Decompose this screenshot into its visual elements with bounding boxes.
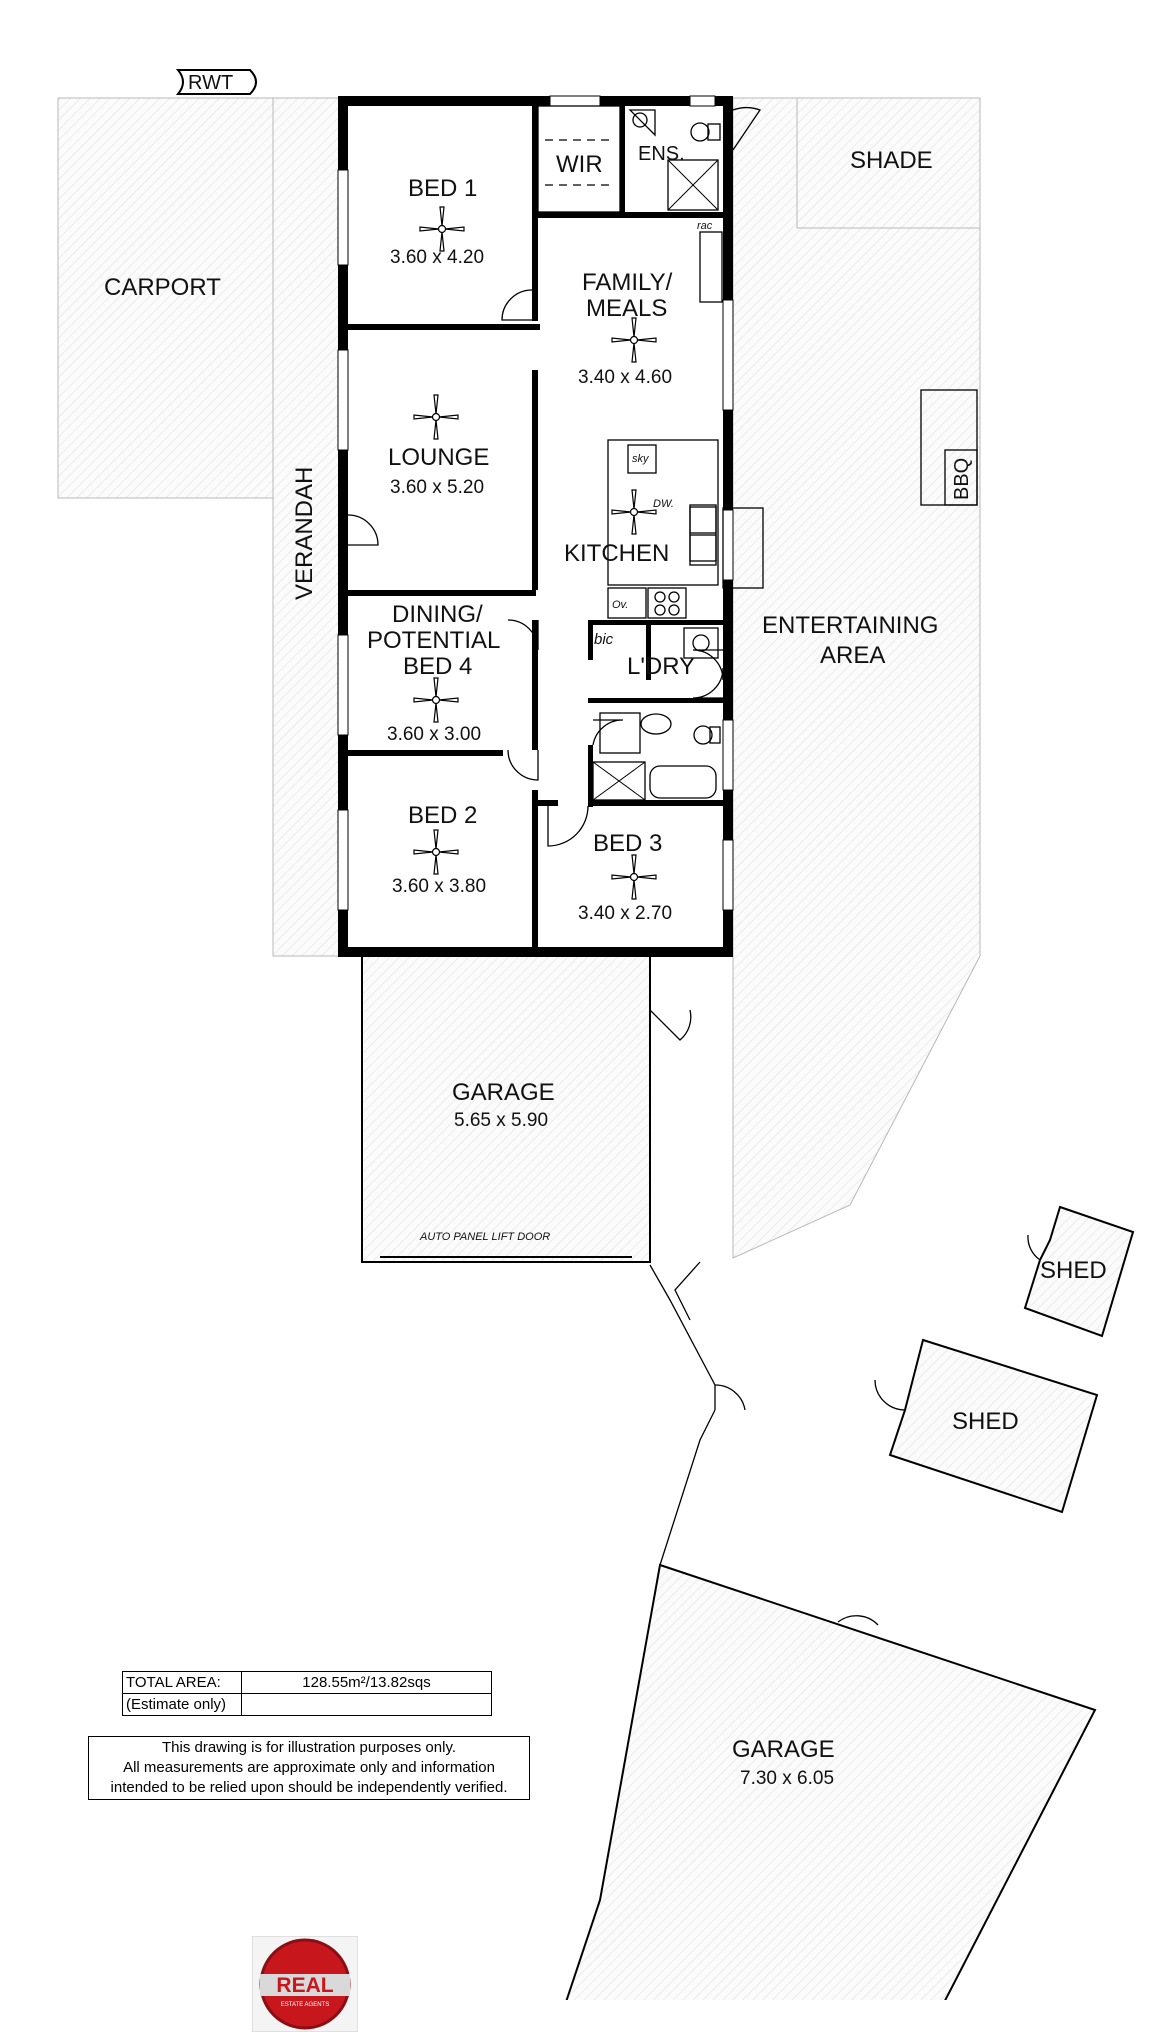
auto-door-label: AUTO PANEL LIFT DOOR [419, 1231, 550, 1243]
area-value: 128.55m²/13.82sqs [241, 1671, 492, 1694]
garage2-size: 7.30 x 6.05 [740, 1768, 834, 1789]
family-name-1: FAMILY/ [582, 269, 673, 296]
shade-label: SHADE [850, 147, 933, 174]
verandah-label: VERANDAH [291, 467, 318, 600]
carport-label: CARPORT [104, 274, 221, 301]
dining-name-2: POTENTIAL [367, 627, 500, 654]
disclaimer-line-2: All measurements are approximate only an… [123, 1759, 495, 1776]
family-name-2: MEALS [586, 295, 667, 322]
bbq-label: BBQ [951, 458, 973, 500]
shed1-name: SHED [1040, 1257, 1107, 1284]
bed3-size: 3.40 x 2.70 [578, 903, 672, 924]
logo-text: REAL [276, 1974, 333, 1997]
carport-area [57, 97, 274, 499]
bed2-size: 3.60 x 3.80 [392, 876, 486, 897]
bic-label: bic [594, 631, 614, 648]
dining-name-3: BED 4 [403, 653, 472, 680]
area-label: TOTAL AREA: [122, 1671, 242, 1694]
garage-1-area [361, 955, 651, 1263]
entertaining-label-2: AREA [820, 642, 885, 669]
rwt-tank-icon [175, 69, 257, 95]
shed2-name: SHED [952, 1408, 1019, 1435]
disclaimer-box: This drawing is for illustration purpose… [88, 1736, 530, 1800]
bed3-name: BED 3 [593, 830, 662, 857]
disclaimer-line-1: This drawing is for illustration purpose… [161, 1739, 457, 1756]
dining-name-1: DINING/ [392, 601, 483, 628]
entertaining-label-1: ENTERTAINING [762, 612, 938, 639]
area-note: (Estimate only) [122, 1693, 242, 1716]
area-empty-cell [241, 1693, 492, 1716]
area-table: TOTAL AREA: 128.55m²/13.82sqs (Estimate … [122, 1671, 492, 1716]
garage1-size: 5.65 x 5.90 [454, 1110, 548, 1131]
dw-label: DW. [653, 498, 674, 510]
lounge-size: 3.60 x 5.20 [390, 477, 484, 498]
entertaining-area [732, 97, 981, 1259]
verandah-area [272, 97, 346, 957]
bed1-size: 3.60 x 4.20 [390, 247, 484, 268]
bed2-name: BED 2 [408, 802, 477, 829]
family-size: 3.40 x 4.60 [578, 367, 672, 388]
wir-label: WIR [556, 151, 603, 178]
laundry-name: L'DRY [627, 653, 695, 680]
bed1-name: BED 1 [408, 175, 477, 202]
disclaimer-line-3: intended to be relied upon should be ind… [110, 1779, 508, 1796]
ov-label: Ov. [612, 599, 628, 611]
kitchen-name: KITCHEN [564, 540, 669, 567]
house-interior [345, 98, 733, 956]
rac-label: rac [697, 220, 713, 232]
dining-size: 3.60 x 3.00 [387, 724, 481, 745]
real-logo: REAL ESTATE AGENTS [252, 1936, 358, 2032]
logo-subtext: ESTATE AGENTS [281, 2002, 329, 2008]
sky-label: sky [632, 453, 650, 465]
ens-label: ENS. [638, 143, 685, 165]
rwt-label: RWT [188, 72, 233, 94]
lounge-name: LOUNGE [388, 444, 489, 471]
garage1-name: GARAGE [452, 1079, 555, 1106]
garage2-name: GARAGE [732, 1736, 835, 1763]
